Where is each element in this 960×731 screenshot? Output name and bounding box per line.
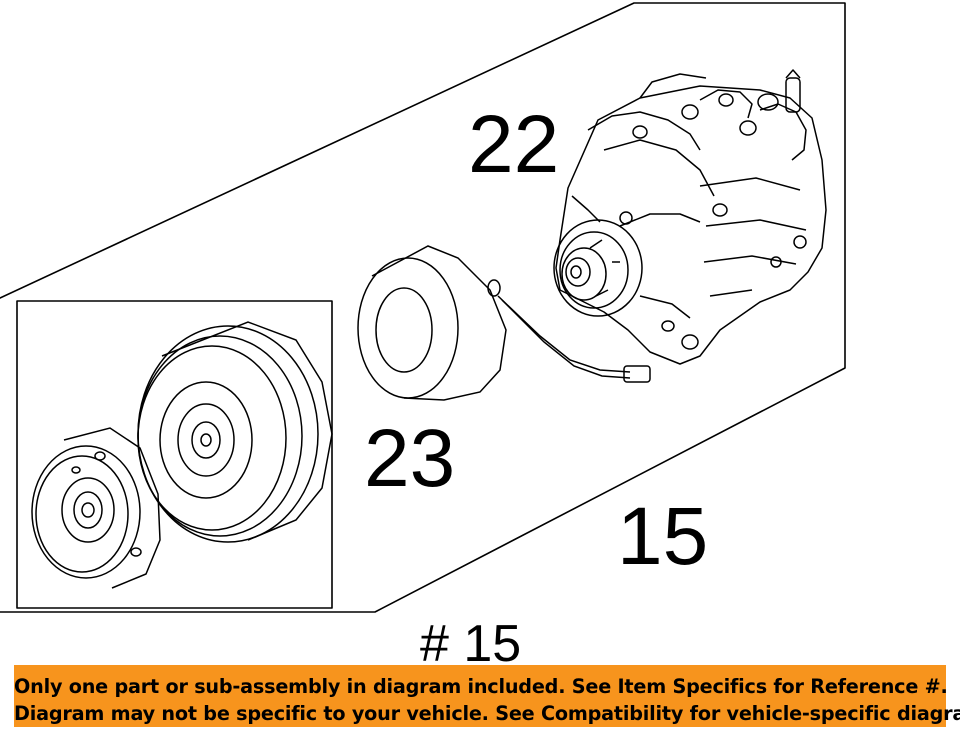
compressor-drawing	[553, 69, 827, 365]
reference-number: # 15	[420, 615, 522, 673]
callout-15: 15	[617, 491, 709, 582]
clutch-coil-drawing	[357, 245, 651, 401]
notice-banner: Only one part or sub-assembly in diagram…	[14, 665, 960, 727]
notice-line-1: Only one part or sub-assembly in diagram…	[14, 675, 948, 698]
assembly-frame	[0, 2, 846, 613]
clutch-inset-box	[16, 300, 333, 609]
callout-22: 22	[468, 99, 560, 190]
notice-line-2: Diagram may not be specific to your vehi…	[14, 702, 960, 725]
pulley-drawing	[137, 321, 333, 543]
hub-plate-drawing	[31, 427, 161, 589]
callout-23: 23	[364, 413, 456, 504]
